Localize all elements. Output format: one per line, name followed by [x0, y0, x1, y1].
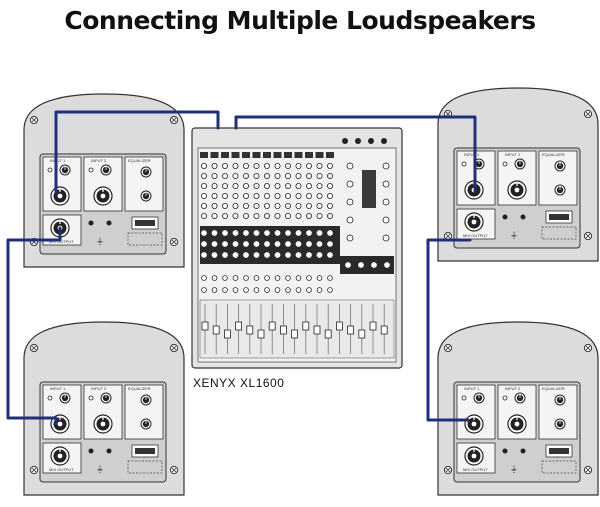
speaker-bottom-right — [438, 322, 598, 495]
mixer-faders — [201, 304, 388, 354]
speaker-top-right — [438, 88, 598, 261]
mixer-label: XENYX XL1600 — [193, 376, 285, 390]
cable-mixer-to-top-left — [54, 110, 220, 195]
cables — [6, 110, 477, 426]
cable-top-right-to-bottom-right — [426, 238, 472, 422]
cable-mixer-to-top-right — [234, 115, 477, 194]
cable-top-left-to-bottom-left — [6, 226, 62, 426]
mixer-channel-strips — [200, 152, 390, 293]
diagram-title: Connecting Multiple Loudspeakers — [64, 6, 536, 35]
mixer-xenyx-xl1600 — [191, 127, 403, 369]
speaker-bottom-left — [24, 322, 184, 495]
